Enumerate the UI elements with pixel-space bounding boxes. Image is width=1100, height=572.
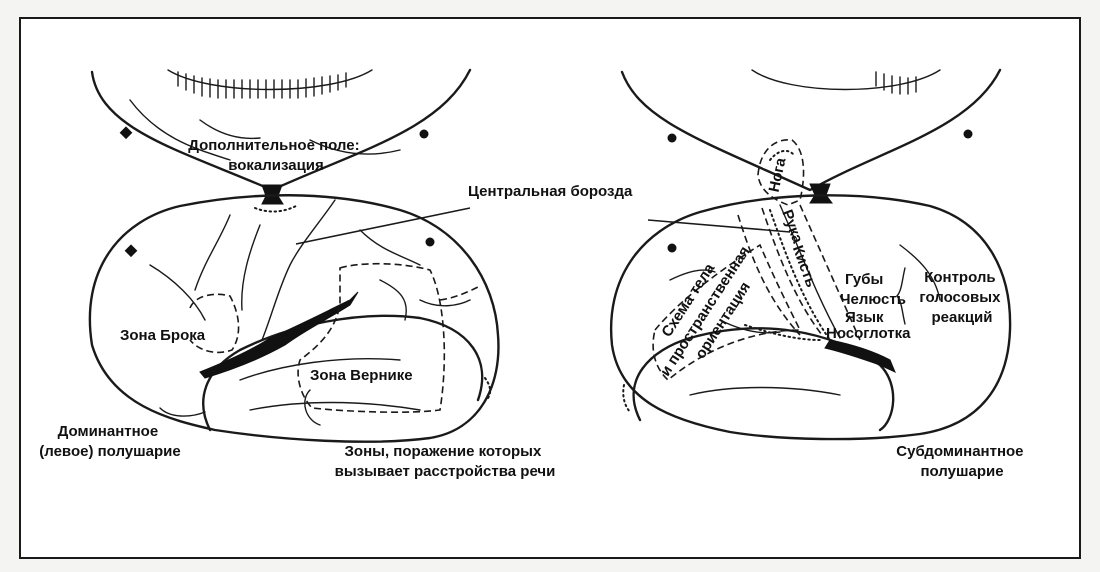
right-top-view-outline: [620, 68, 1002, 192]
left-posterior-dashes: [439, 285, 481, 301]
broca-area-outline: [189, 293, 240, 354]
right-central-sulcus-leader: [647, 219, 791, 233]
right-lateral-fissure: [824, 339, 896, 373]
left-temporal-sulci: [239, 358, 421, 426]
left-top-hatching: [177, 71, 347, 99]
left-frontal-sulci: [149, 214, 261, 321]
left-top-node-2: [419, 129, 429, 139]
left-top-gyri: [129, 99, 401, 161]
lips-label: Губы: [845, 271, 883, 288]
right-top-hatching: [875, 71, 917, 95]
tongue-label: Язык: [845, 309, 884, 326]
subdominant-hemisphere-caption: Субдоминантное полушарие: [896, 443, 1027, 480]
left-lateral-fissure: [199, 291, 359, 379]
right-temporal-lobe: [632, 327, 895, 432]
left-lateral-node-2: [425, 237, 435, 247]
wernicke-area-outline: [297, 262, 446, 413]
central-sulcus-label: Центральная борозда: [468, 183, 633, 200]
right-motor-strip-outer: [737, 207, 823, 336]
right-occipital-dots: [622, 384, 631, 413]
right-top-node-1: [667, 133, 677, 143]
left-occipital-dots: [484, 377, 492, 399]
left-lateral-outline: [88, 194, 500, 443]
left-lateral-node-1: [124, 244, 138, 258]
right-top-node-2: [963, 129, 973, 139]
dominant-hemisphere-caption: Доминантное (левое) полушарие: [39, 423, 180, 460]
left-hemisphere: Дополнительное поле: вокализация Централ…: [39, 68, 633, 480]
left-central-sulcus: [261, 199, 336, 341]
left-cerebellum-edge: [159, 407, 206, 417]
body-schema-outline: [652, 243, 802, 382]
voice-control-brace: [896, 267, 906, 325]
figure-frame: [19, 17, 1081, 559]
right-lower-dots: [744, 324, 821, 341]
right-motor-strip-dots: [769, 209, 831, 341]
jaw-label: Челюсть: [840, 291, 906, 308]
right-sensory-strip-outer: [799, 204, 861, 341]
supplementary-area-label: Дополнительное поле: вокализация: [188, 137, 364, 174]
wernicke-area-label: Зона Вернике: [310, 367, 413, 384]
right-leg-dots: [769, 149, 795, 161]
right-lateral-outline: [609, 194, 1012, 441]
broca-area-label: Зона Брока: [120, 327, 206, 344]
left-temporal-lobe: [202, 314, 484, 432]
left-top-node-1: [119, 126, 133, 140]
left-top-view-notch: [167, 69, 373, 91]
right-central-sulcus: [779, 204, 841, 339]
nasopharynx-label: Носоглотка: [826, 325, 911, 342]
right-sulci: [669, 244, 941, 396]
voice-control-label: Контроль голосовых реакций: [919, 269, 1004, 326]
right-top-view-notch: [751, 69, 941, 91]
leg-label: Нога: [766, 156, 790, 194]
right-lateral-node: [667, 243, 677, 253]
left-vertex-dots: [254, 204, 299, 213]
speech-zones-note: Зоны, поражение которых вызывает расстро…: [335, 443, 556, 480]
left-parietal-sulci: [359, 229, 471, 321]
central-sulcus-leader: [295, 207, 471, 245]
